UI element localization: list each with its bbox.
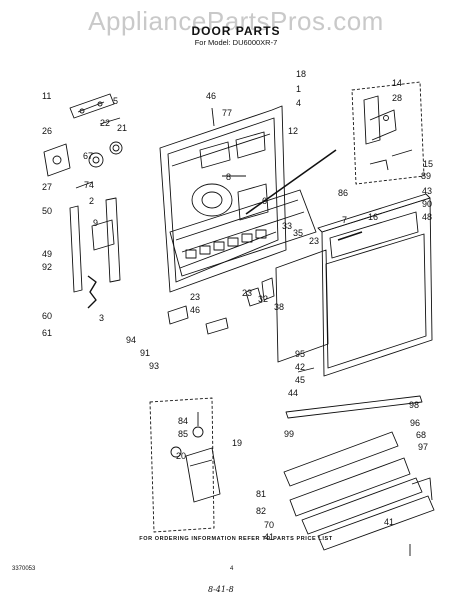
- callout-label: 67: [83, 151, 93, 161]
- latch-parts: [43, 117, 123, 189]
- callout-label: 33: [282, 221, 292, 231]
- callout-label: 15: [423, 159, 433, 169]
- callout-label: 50: [42, 206, 52, 216]
- rod: [245, 149, 337, 215]
- callout-label: 16: [368, 212, 378, 222]
- callout-label: 68: [416, 430, 426, 440]
- ordering-note: FOR ORDERING INFORMATION REFER TO PARTS …: [139, 536, 333, 542]
- callout-label: 77: [222, 108, 232, 118]
- handle-assembly: [69, 93, 115, 119]
- callout-label: 70: [264, 520, 274, 530]
- callout-label: 49: [42, 249, 52, 259]
- callout-label: 5: [113, 96, 118, 106]
- callout-label: 85: [178, 429, 188, 439]
- callout-label: 81: [256, 489, 266, 499]
- callout-label: 11: [42, 91, 51, 101]
- callout-label: 44: [288, 388, 298, 398]
- callout-label: 92: [42, 262, 52, 272]
- callout-label: 20: [176, 451, 186, 461]
- strap: [337, 231, 363, 241]
- callout-label: 41: [384, 517, 394, 527]
- hinge-inset-outline: [351, 81, 425, 185]
- callout-label: 6: [262, 196, 267, 206]
- callout-label: 99: [284, 429, 294, 439]
- callout-label: 26: [42, 126, 52, 136]
- kick-panels: [283, 431, 435, 551]
- callout-label: 90: [422, 199, 432, 209]
- page-title: DOOR PARTS: [191, 24, 281, 38]
- callout-label: 43: [422, 186, 432, 196]
- callout-label: 86: [338, 188, 348, 198]
- dispenser-assembly: [170, 412, 221, 503]
- callout-label: 89: [421, 171, 431, 181]
- callout-label: 1: [296, 84, 301, 94]
- inner-door-frame: [159, 105, 287, 293]
- callout-label: 8: [226, 172, 231, 182]
- lower-parts: [167, 277, 315, 373]
- outer-door-panel: [317, 193, 433, 377]
- callout-label: 96: [410, 418, 420, 428]
- callout-label: 98: [409, 400, 419, 410]
- callout-label: 23: [242, 288, 252, 298]
- callout-label: 42: [295, 362, 305, 372]
- page-number: 4: [230, 566, 234, 572]
- callout-label: 14: [392, 78, 402, 88]
- callout-label: 18: [296, 69, 306, 79]
- callout-label: 61: [42, 328, 52, 338]
- callout-label: 4: [296, 98, 301, 108]
- callout-label: 28: [392, 93, 402, 103]
- callout-label: 23: [309, 236, 319, 246]
- screw-callout-77: [211, 107, 215, 127]
- bottom-trim: [285, 395, 423, 419]
- callout-label: 22: [100, 118, 110, 128]
- callout-label: 23: [190, 292, 200, 302]
- handwritten-note: 8-41-8: [208, 585, 234, 594]
- callout-label: 35: [293, 228, 303, 238]
- callout-label: 38: [274, 302, 284, 312]
- callout-label: 91: [140, 348, 150, 358]
- callout-label: 74: [84, 180, 94, 190]
- callout-label: 2: [89, 196, 94, 206]
- callout-label: 94: [126, 335, 136, 345]
- callout-label: 19: [232, 438, 242, 448]
- callout-label: 12: [288, 126, 298, 136]
- callout-label: 95: [295, 349, 305, 359]
- callout-label: 3: [99, 313, 104, 323]
- side-brackets: [69, 197, 121, 309]
- callout-labels: 11 5 26 22 21 67 27 74 2 50 9 49 92 60 3…: [42, 69, 433, 542]
- wash-inset-outline: [149, 397, 215, 533]
- liner-panel: [275, 249, 329, 363]
- callout-label: 60: [42, 311, 52, 321]
- diagram-code: 3370053: [12, 566, 36, 572]
- callout-label: 46: [190, 305, 200, 315]
- callout-label: 93: [149, 361, 159, 371]
- callout-label: 9: [93, 218, 98, 228]
- callout-label: 32: [258, 294, 268, 304]
- model-label: For Model: DU6000XR-7: [194, 38, 278, 47]
- callout-label: 82: [256, 506, 266, 516]
- callout-label: 46: [206, 91, 216, 101]
- callout-label: 7: [342, 215, 347, 225]
- callout-label: 41: [264, 532, 274, 542]
- callout-label: 45: [295, 375, 305, 385]
- callout-label: 84: [178, 416, 188, 426]
- callout-label: 48: [422, 212, 432, 222]
- hinge-parts: [363, 95, 413, 171]
- callout-label: 27: [42, 182, 52, 192]
- callout-label: 21: [117, 123, 127, 133]
- callout-label: 97: [418, 442, 428, 452]
- console-panel: [169, 189, 317, 277]
- watermark: AppliancePartsPros.com: [88, 6, 384, 36]
